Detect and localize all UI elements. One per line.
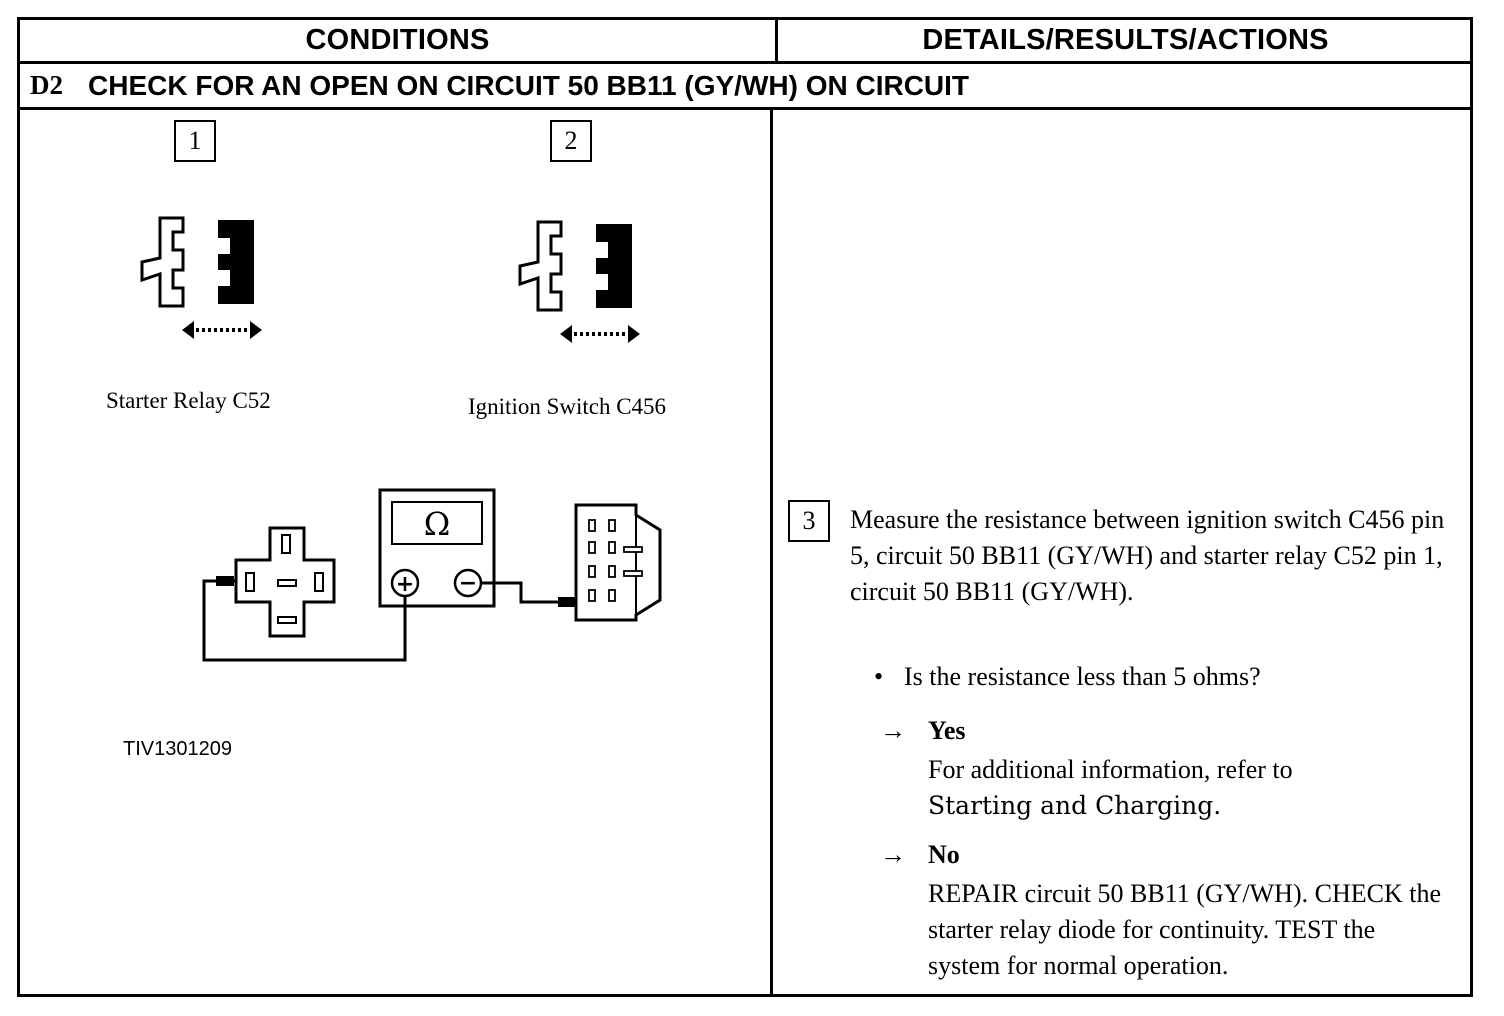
step-badge-2: 2 <box>550 120 592 162</box>
ignition-switch-caption: Ignition Switch C456 <box>468 394 667 419</box>
yes-action: For additional information, refer to Sta… <box>928 752 1448 824</box>
step-title-row: D2 CHECK FOR AN OPEN ON CIRCUIT 50 BB11 … <box>20 64 1470 110</box>
step-id: D2 <box>30 70 63 100</box>
step-title: CHECK FOR AN OPEN ON CIRCUIT 50 BB11 (GY… <box>88 69 970 101</box>
figure-id: TIV1301209 <box>123 738 232 760</box>
meter-ohm-symbol: Ω <box>424 505 451 543</box>
step-badge-3: 3 <box>788 500 830 542</box>
procedure-table: CONDITIONS DETAILS/RESULTS/ACTIONS D2 CH… <box>17 17 1473 997</box>
conditions-header: CONDITIONS <box>305 24 490 56</box>
probe-tip-right-icon <box>558 597 576 607</box>
yes-text: For additional information, refer to <box>928 755 1293 784</box>
column-divider <box>770 110 773 997</box>
ignition-switch-connector-icon <box>574 503 662 622</box>
bullet-icon: • <box>874 662 884 691</box>
header-divider <box>775 20 778 64</box>
measure-instruction: Measure the resistance between ignition … <box>850 505 1445 606</box>
arrow-right-icon: → <box>880 840 906 869</box>
no-action: REPAIR circuit 50 BB11 (GY/WH). CHECK th… <box>928 879 1441 980</box>
no-label: No <box>928 840 960 869</box>
details-header: DETAILS/RESULTS/ACTIONS <box>922 24 1329 56</box>
conditions-diagram: Ω + − <box>140 216 662 662</box>
yes-label: Yes <box>928 716 966 745</box>
test-lead-wires <box>202 579 576 662</box>
meter-minus-terminal: − <box>459 571 477 596</box>
connector-disconnect-icon-2 <box>518 220 640 343</box>
probe-tip-left-icon <box>216 576 234 586</box>
table-header-row: CONDITIONS DETAILS/RESULTS/ACTIONS <box>20 20 1470 64</box>
resistance-question: Is the resistance less than 5 ohms? <box>904 662 1261 691</box>
arrow-right-icon: → <box>880 716 906 745</box>
question-bullet: • Is the resistance less than 5 ohms? <box>874 662 1261 692</box>
starter-relay-connector-icon <box>234 526 336 638</box>
ohmmeter-icon <box>378 488 496 608</box>
connector-disconnect-icon-1 <box>140 216 262 339</box>
meter-plus-terminal: + <box>396 572 414 597</box>
step-badge-1: 1 <box>174 120 216 162</box>
starting-charging-reference: Starting and Charging. <box>928 791 1222 820</box>
starter-relay-caption: Starter Relay C52 <box>106 388 271 413</box>
